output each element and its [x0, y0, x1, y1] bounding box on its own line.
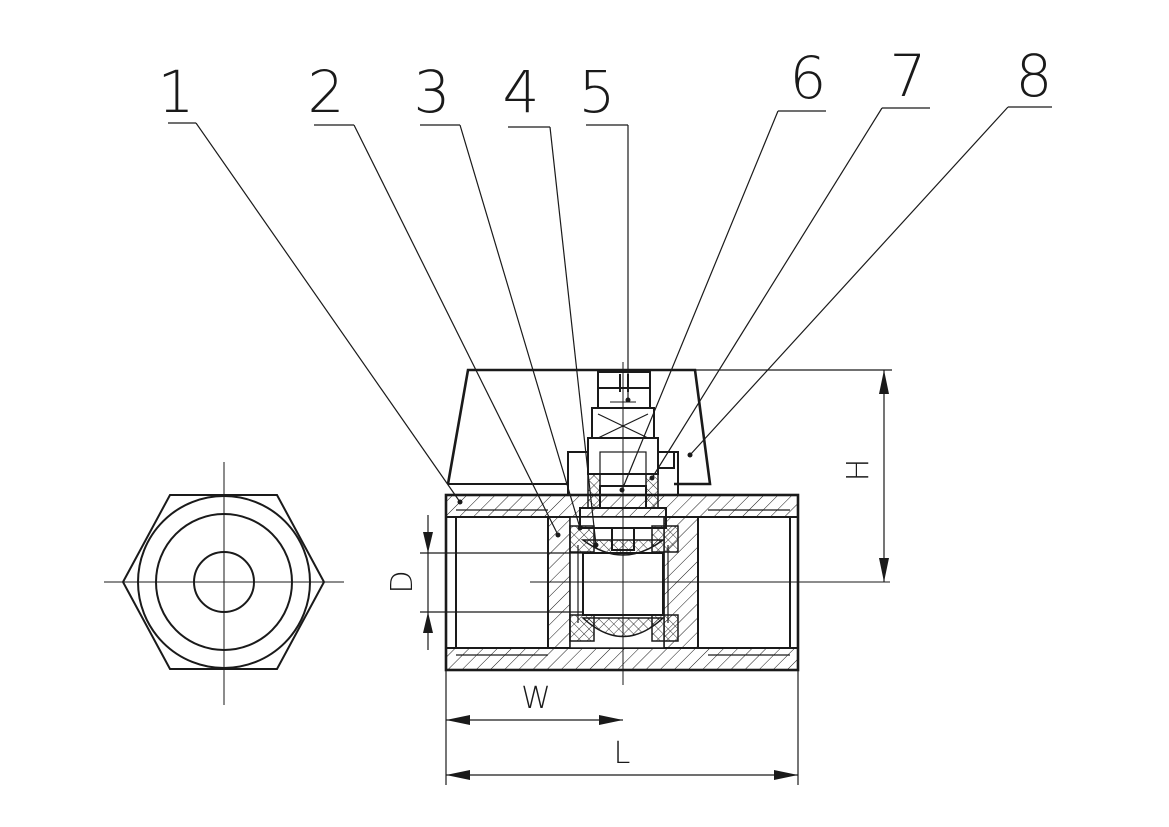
callout-2-dot	[555, 532, 561, 538]
part-label-1: 1	[158, 58, 195, 126]
h-arrow-bottom	[879, 558, 889, 582]
seat-top-left	[569, 525, 595, 553]
callout-8-dot	[687, 452, 693, 458]
screw-body	[597, 387, 651, 409]
callout-2-leader	[353, 124, 559, 536]
l-arrow-left	[446, 770, 470, 780]
l-arrow-right	[774, 770, 798, 780]
callout-3-leader	[459, 124, 581, 529]
callout-1-dot	[457, 499, 463, 505]
dimension-d-label: D	[385, 570, 420, 593]
part-label-8: 8	[1016, 42, 1053, 110]
callout-5-dot	[625, 397, 631, 403]
part-label-5: 5	[579, 58, 616, 126]
callouts: 1 2 3 4 5 6 7 8	[158, 42, 1053, 548]
dimensions: D H W L	[385, 369, 892, 785]
dimension-l-label: L	[614, 736, 631, 771]
handle-lug	[657, 451, 675, 469]
part-label-7: 7	[890, 42, 927, 110]
seat-top-right	[651, 525, 679, 553]
dimension-w-label: W	[521, 681, 551, 716]
callout-1-leader	[195, 122, 461, 503]
callout-7-leader	[651, 107, 883, 479]
callout-6-leader	[621, 110, 779, 491]
d-arrow-top	[423, 532, 433, 553]
part-label-2: 2	[308, 58, 345, 126]
h-arrow-top	[879, 370, 889, 394]
part-label-4: 4	[503, 58, 540, 126]
end-view	[104, 462, 344, 705]
callout-4-dot	[593, 542, 599, 548]
callout-8-leader	[689, 106, 1009, 456]
body-neck-left	[567, 451, 588, 495]
callout-3-dot	[577, 525, 583, 531]
callout-7-dot	[649, 475, 655, 481]
d-arrow-bottom	[423, 612, 433, 633]
w-arrow-right	[599, 715, 623, 725]
body-bottom-wall	[445, 647, 799, 671]
w-arrow-left	[446, 715, 470, 725]
dimension-h-label: H	[841, 459, 876, 482]
body-top-wall	[445, 494, 799, 518]
callout-6-dot	[619, 487, 625, 493]
screw-head	[597, 371, 651, 389]
part-label-3: 3	[414, 58, 451, 126]
part-label-6: 6	[790, 44, 827, 112]
section-view	[444, 362, 890, 685]
callout-4-leader	[549, 126, 597, 546]
